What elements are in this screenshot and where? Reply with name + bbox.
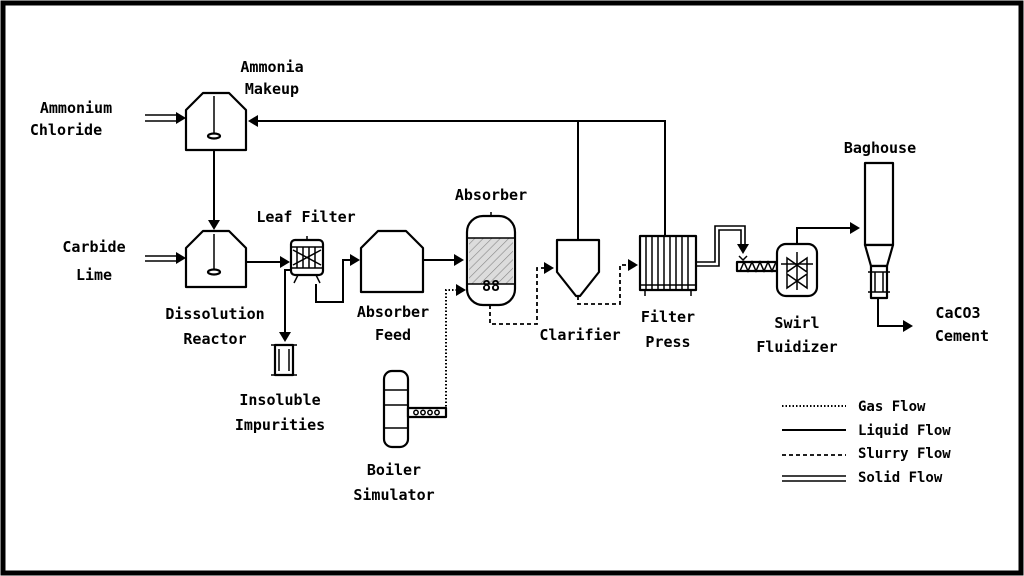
absorber-feed-to-absorber-line [424, 254, 464, 266]
label-swirl-fluidizer-line2: Fluidizer [756, 338, 837, 356]
legend-slurry-flow: Slurry Flow [858, 446, 951, 462]
leaf-filter-to-absorber-feed-line [315, 254, 360, 303]
label-insoluble-impurities-line1: Insoluble [239, 391, 320, 409]
ammonia-makeup-vessel [184, 91, 248, 152]
clarifier-to-filter-press-slurry-line [577, 259, 638, 305]
boiler-to-absorber-gas-line [445, 284, 466, 410]
boiler-simulator-unit [382, 369, 448, 449]
label-filter-press-line2: Press [645, 333, 690, 351]
legend: Gas Flow Liquid Flow Slurry Flow Solid F… [782, 399, 951, 486]
clarifier-vessel [555, 238, 601, 298]
label-caco3-cement-line1: CaCO3 [935, 304, 980, 322]
label-baghouse: Baghouse [844, 139, 916, 157]
label-swirl-fluidizer-line1: Swirl [774, 314, 819, 332]
label-boiler-simulator-line2: Simulator [353, 486, 434, 504]
label-absorber-feed-line2: Feed [375, 326, 411, 344]
leaf-filter-vessel [289, 236, 325, 284]
label-ammonia-makeup-line1: Ammonia [240, 58, 303, 76]
label-ammonia-makeup-line2: Makeup [245, 80, 299, 98]
legend-solid-swatch [782, 475, 846, 482]
baghouse-unit [863, 161, 895, 300]
impurities-container [271, 343, 297, 377]
absorber-to-clarifier-slurry-line [489, 262, 554, 325]
label-carbide-lime-line2: Lime [76, 266, 112, 284]
absorber-feed-tank [359, 229, 425, 294]
absorber-column [465, 212, 517, 307]
label-clarifier: Clarifier [539, 326, 620, 344]
absorber-inner-label: 88 [482, 277, 500, 295]
legend-solid-flow: Solid Flow [858, 470, 943, 486]
carbide-lime-feed-line [145, 252, 186, 264]
filter-press-to-fluidizer-solid-line [696, 225, 749, 267]
label-absorber-feed-line1: Absorber [357, 303, 429, 321]
legend-liquid-flow: Liquid Flow [858, 423, 951, 439]
reactor-to-leaf-filter-line [246, 256, 290, 268]
fluidizer-to-baghouse-line [796, 222, 860, 244]
filter-press-unit [638, 234, 698, 296]
label-filter-press-line1: Filter [641, 308, 695, 326]
recycle-line [248, 115, 666, 240]
label-boiler-simulator-line1: Boiler [367, 461, 421, 479]
label-ammonium-chloride-line1: Ammonium [40, 99, 112, 117]
label-ammonium-chloride-line2: Chloride [30, 121, 102, 139]
label-carbide-lime-line1: Carbide [62, 238, 125, 256]
label-dissolution-reactor-line1: Dissolution [165, 305, 264, 323]
label-insoluble-impurities-line2: Impurities [235, 416, 325, 434]
dissolution-reactor-vessel [184, 229, 248, 289]
label-caco3-cement-line2: Cement [935, 327, 989, 345]
ammonium-chloride-feed-line [145, 112, 186, 124]
swirl-fluidizer-unit [775, 242, 819, 298]
label-leaf-filter: Leaf Filter [256, 208, 355, 226]
legend-gas-flow: Gas Flow [858, 399, 926, 415]
makeup-to-reactor-line [208, 151, 220, 230]
baghouse-to-product-line [877, 298, 913, 332]
label-dissolution-reactor-line2: Reactor [183, 330, 246, 348]
label-absorber: Absorber [455, 186, 527, 204]
